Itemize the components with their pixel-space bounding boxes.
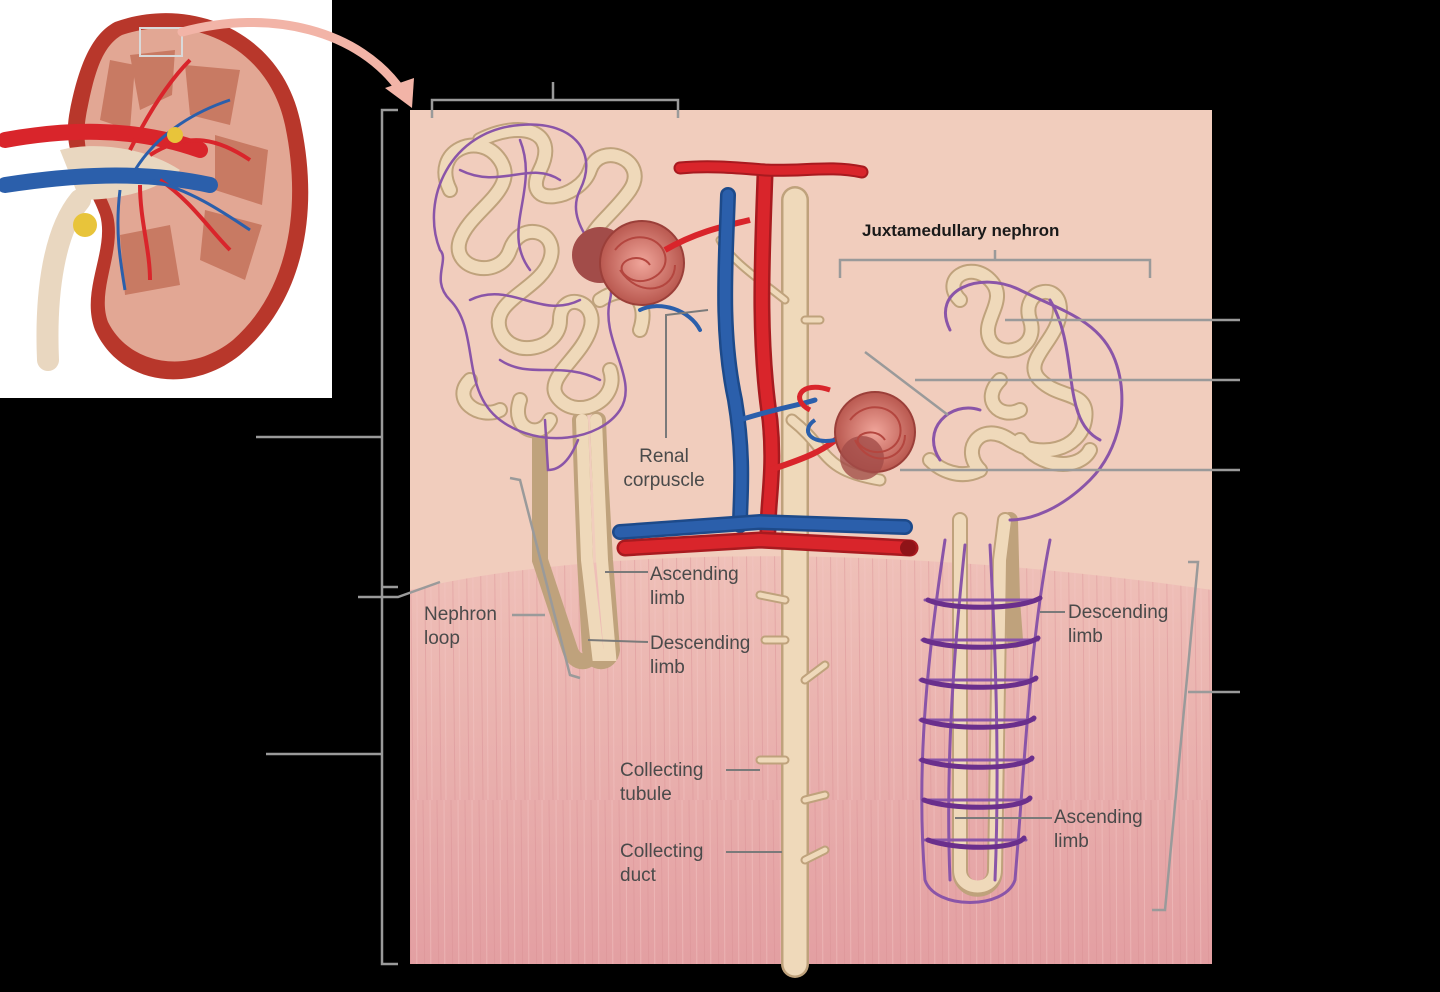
label-renal-corpuscle: Renal corpuscle bbox=[623, 446, 705, 491]
label-leaders bbox=[587, 309, 1065, 853]
juxtamedullary-glomerulus bbox=[797, 384, 916, 480]
collecting-duct-tube bbox=[715, 186, 887, 978]
juxtamedullary-nephron bbox=[918, 263, 1124, 904]
label-collecting-duct: Collecting duct bbox=[620, 841, 704, 886]
label-juxtamedullary-nephron: Juxtamedullary nephron bbox=[862, 221, 1060, 240]
label-ascending-limb-juxta: Ascending limb bbox=[1054, 807, 1143, 852]
label-descending-limb-cortical: Descending limb bbox=[650, 633, 751, 678]
inset-pointer-arrow bbox=[177, 18, 414, 108]
brackets-and-leaders bbox=[256, 82, 1240, 966]
label-descending-limb-juxta: Descending limb bbox=[1068, 602, 1169, 647]
label-ascending-limb-cortical: Ascending limb bbox=[650, 564, 739, 609]
blood-vessels bbox=[612, 160, 919, 557]
label-nephron-loop: Nephron loop bbox=[424, 604, 497, 649]
kidney-inset bbox=[0, 0, 332, 398]
label-collecting-tubule: Collecting tubule bbox=[620, 760, 704, 805]
cortical-glomerulus bbox=[572, 217, 751, 306]
